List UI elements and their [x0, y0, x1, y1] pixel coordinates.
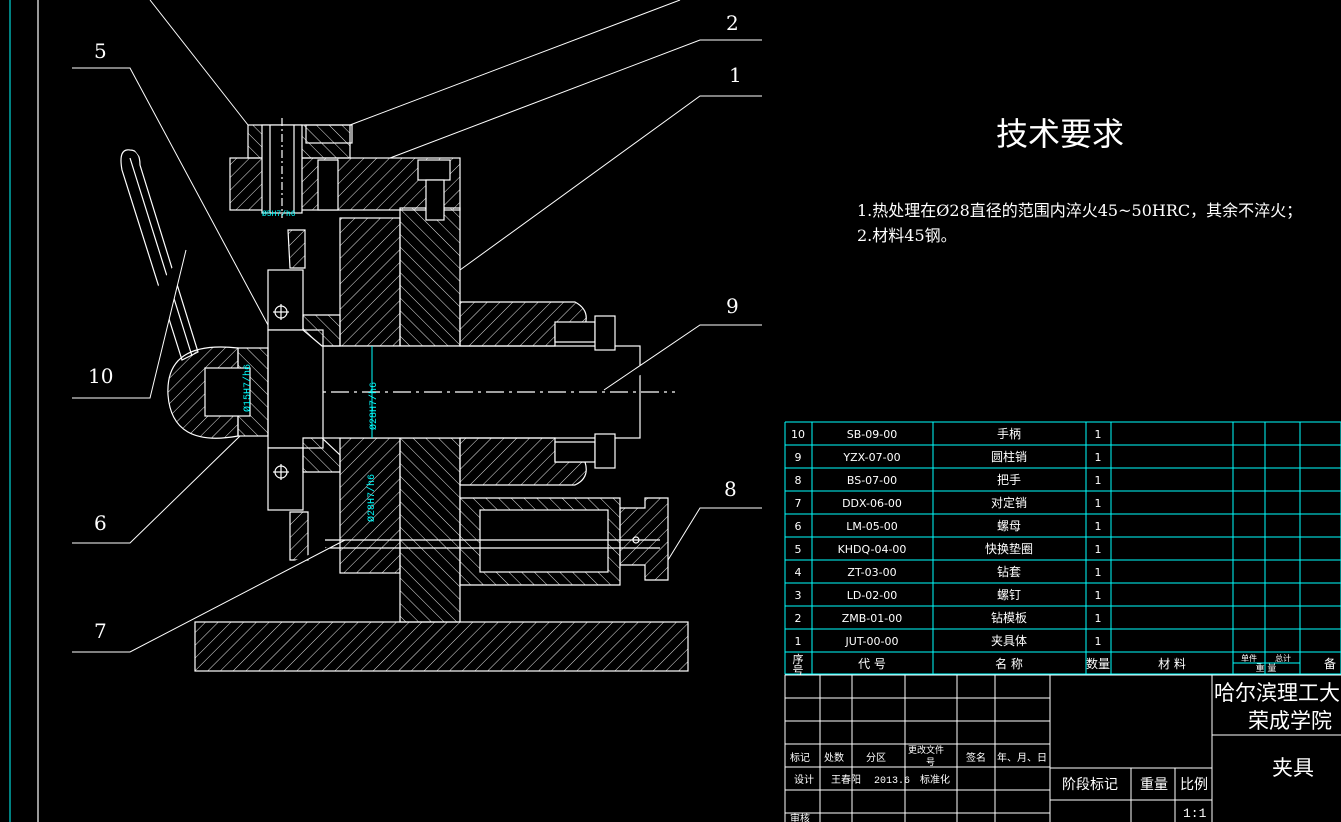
technical-requirements: 技术要求 1.热处理在Ø28直径的范围内淬火45~50HRC，其余不淬火； 2.…	[857, 115, 1302, 245]
part-code: ZT-03-00	[847, 566, 896, 579]
handle-lever	[120, 149, 199, 361]
requirements-title: 技术要求	[996, 115, 1124, 153]
part-name: 快换垫圈	[985, 541, 1033, 556]
requirement-line-2: 2.材料45钢。	[857, 226, 957, 245]
tb-scale: 比例	[1180, 777, 1208, 793]
part-no: 6	[795, 520, 802, 533]
part-code: SB-09-00	[847, 428, 897, 441]
balloon-1: 1	[729, 63, 742, 87]
part-qty: 1	[1095, 612, 1102, 625]
tb-scale-value: 1:1	[1183, 806, 1207, 821]
part-name: 圆柱销	[991, 449, 1027, 464]
part-qty: 1	[1095, 451, 1102, 464]
part-no: 2	[795, 612, 802, 625]
part-no: 7	[795, 497, 802, 510]
tb-design: 设计	[794, 773, 814, 786]
tb-count: 处数	[824, 751, 844, 764]
balloon-2: 2	[726, 11, 739, 35]
dim-d15: Ø15H7/h6	[242, 364, 254, 412]
part-name: 钻套	[997, 564, 1021, 579]
part-no: 9	[795, 451, 802, 464]
part-no: 3	[795, 589, 802, 602]
dim-d5: Ø5H7/h6	[262, 210, 296, 219]
tb-weight: 重量	[1140, 777, 1168, 793]
part-qty: 1	[1095, 543, 1102, 556]
part-name: 螺钉	[997, 588, 1021, 602]
part-name: 钻模板	[991, 610, 1027, 625]
part-name: 手柄	[997, 427, 1021, 441]
balloon-5: 5	[94, 39, 107, 63]
header-single: 单件	[1241, 653, 1257, 663]
header-total: 总计	[1275, 653, 1291, 663]
balloon-9: 9	[726, 294, 739, 318]
tb-designer: 王春阳	[831, 774, 861, 786]
body-web	[399, 437, 461, 623]
balloon-6: 6	[94, 511, 107, 535]
part-code: YZX-07-00	[842, 451, 900, 464]
leader-lines	[72, 0, 762, 653]
part-code: JUT-00-00	[845, 635, 899, 648]
part-name: 对定销	[991, 495, 1027, 510]
part-qty: 1	[1095, 474, 1102, 487]
header-no: 序	[793, 652, 804, 666]
tb-school-line1: 哈尔滨理工大	[1214, 681, 1340, 705]
part-qty: 1	[1095, 520, 1102, 533]
part-qty: 1	[1095, 428, 1102, 441]
part-balloons: 5 2 1 9 8 10 6 7	[88, 11, 742, 643]
title-block-text: 标记 处数 分区 更改文件 号 签名 年、月、日 设计 王春阳 2013.6 标…	[790, 681, 1340, 822]
part-code: KHDQ-04-00	[838, 543, 907, 556]
tb-standard: 标准化	[920, 773, 950, 786]
tb-date: 年、月、日	[997, 751, 1047, 764]
part-no: 1	[795, 635, 802, 648]
parts-list-table: 10 SB-09-00 手柄 1 9 YZX-07-00 圆柱销 1 8 BS-07-00 把手 1 7…	[784, 421, 1341, 677]
balloon-10: 10	[88, 364, 113, 388]
part-name: 把手	[997, 473, 1021, 487]
header-remark: 备	[1324, 657, 1336, 671]
tb-design-date: 2013.6	[874, 776, 910, 787]
header-name: 名 称	[995, 656, 1023, 671]
base-plate	[194, 621, 689, 672]
title-block	[784, 674, 1341, 822]
part-qty: 1	[1095, 635, 1102, 648]
part-name: 螺母	[997, 519, 1021, 533]
part-no: 8	[795, 474, 802, 487]
dimension-annotations: Ø28H7/h6 Ø15H7/h6 Ø28H7/h6 Ø5H7/h6	[242, 210, 380, 522]
tb-review: 审核	[790, 812, 810, 822]
requirement-line-1: 1.热处理在Ø28直径的范围内淬火45~50HRC，其余不淬火；	[857, 201, 1302, 220]
part-code: LM-05-00	[846, 520, 898, 533]
header-code: 代 号	[858, 657, 886, 671]
balloon-8: 8	[724, 477, 737, 501]
header-no-b: 号	[793, 664, 804, 677]
part-qty: 1	[1095, 589, 1102, 602]
part-no: 10	[791, 428, 805, 441]
tb-change-doc: 更改文件	[908, 744, 944, 756]
balloon-7: 7	[94, 619, 107, 643]
tb-sign: 签名	[966, 751, 986, 764]
drawing-frame	[9, 0, 39, 822]
part-code: LD-02-00	[847, 589, 898, 602]
tb-drawing-name: 夹具	[1272, 756, 1314, 780]
fixture-assembly	[120, 118, 689, 672]
dim-d28-main: Ø28H7/h6	[368, 382, 380, 430]
tb-school-line2: 荣成学院	[1248, 709, 1332, 733]
part-code: ZMB-01-00	[842, 612, 903, 625]
part-no: 4	[795, 566, 802, 579]
header-qty: 数量	[1086, 656, 1110, 671]
dim-d28-lower: Ø28H7/h6	[366, 474, 378, 522]
header-material: 材 料	[1158, 657, 1186, 671]
part-name: 夹具体	[991, 634, 1027, 648]
header-weight: 重 量	[1256, 662, 1277, 674]
tb-zone: 分区	[866, 752, 886, 764]
part-code: DDX-06-00	[842, 497, 902, 510]
tb-stage: 阶段标记	[1062, 777, 1118, 793]
tb-mark: 标记	[790, 752, 810, 764]
part-no: 5	[795, 543, 802, 556]
tb-change-doc-no: 号	[926, 757, 935, 768]
part-code: BS-07-00	[847, 474, 897, 487]
part-qty: 1	[1095, 497, 1102, 510]
part-qty: 1	[1095, 566, 1102, 579]
